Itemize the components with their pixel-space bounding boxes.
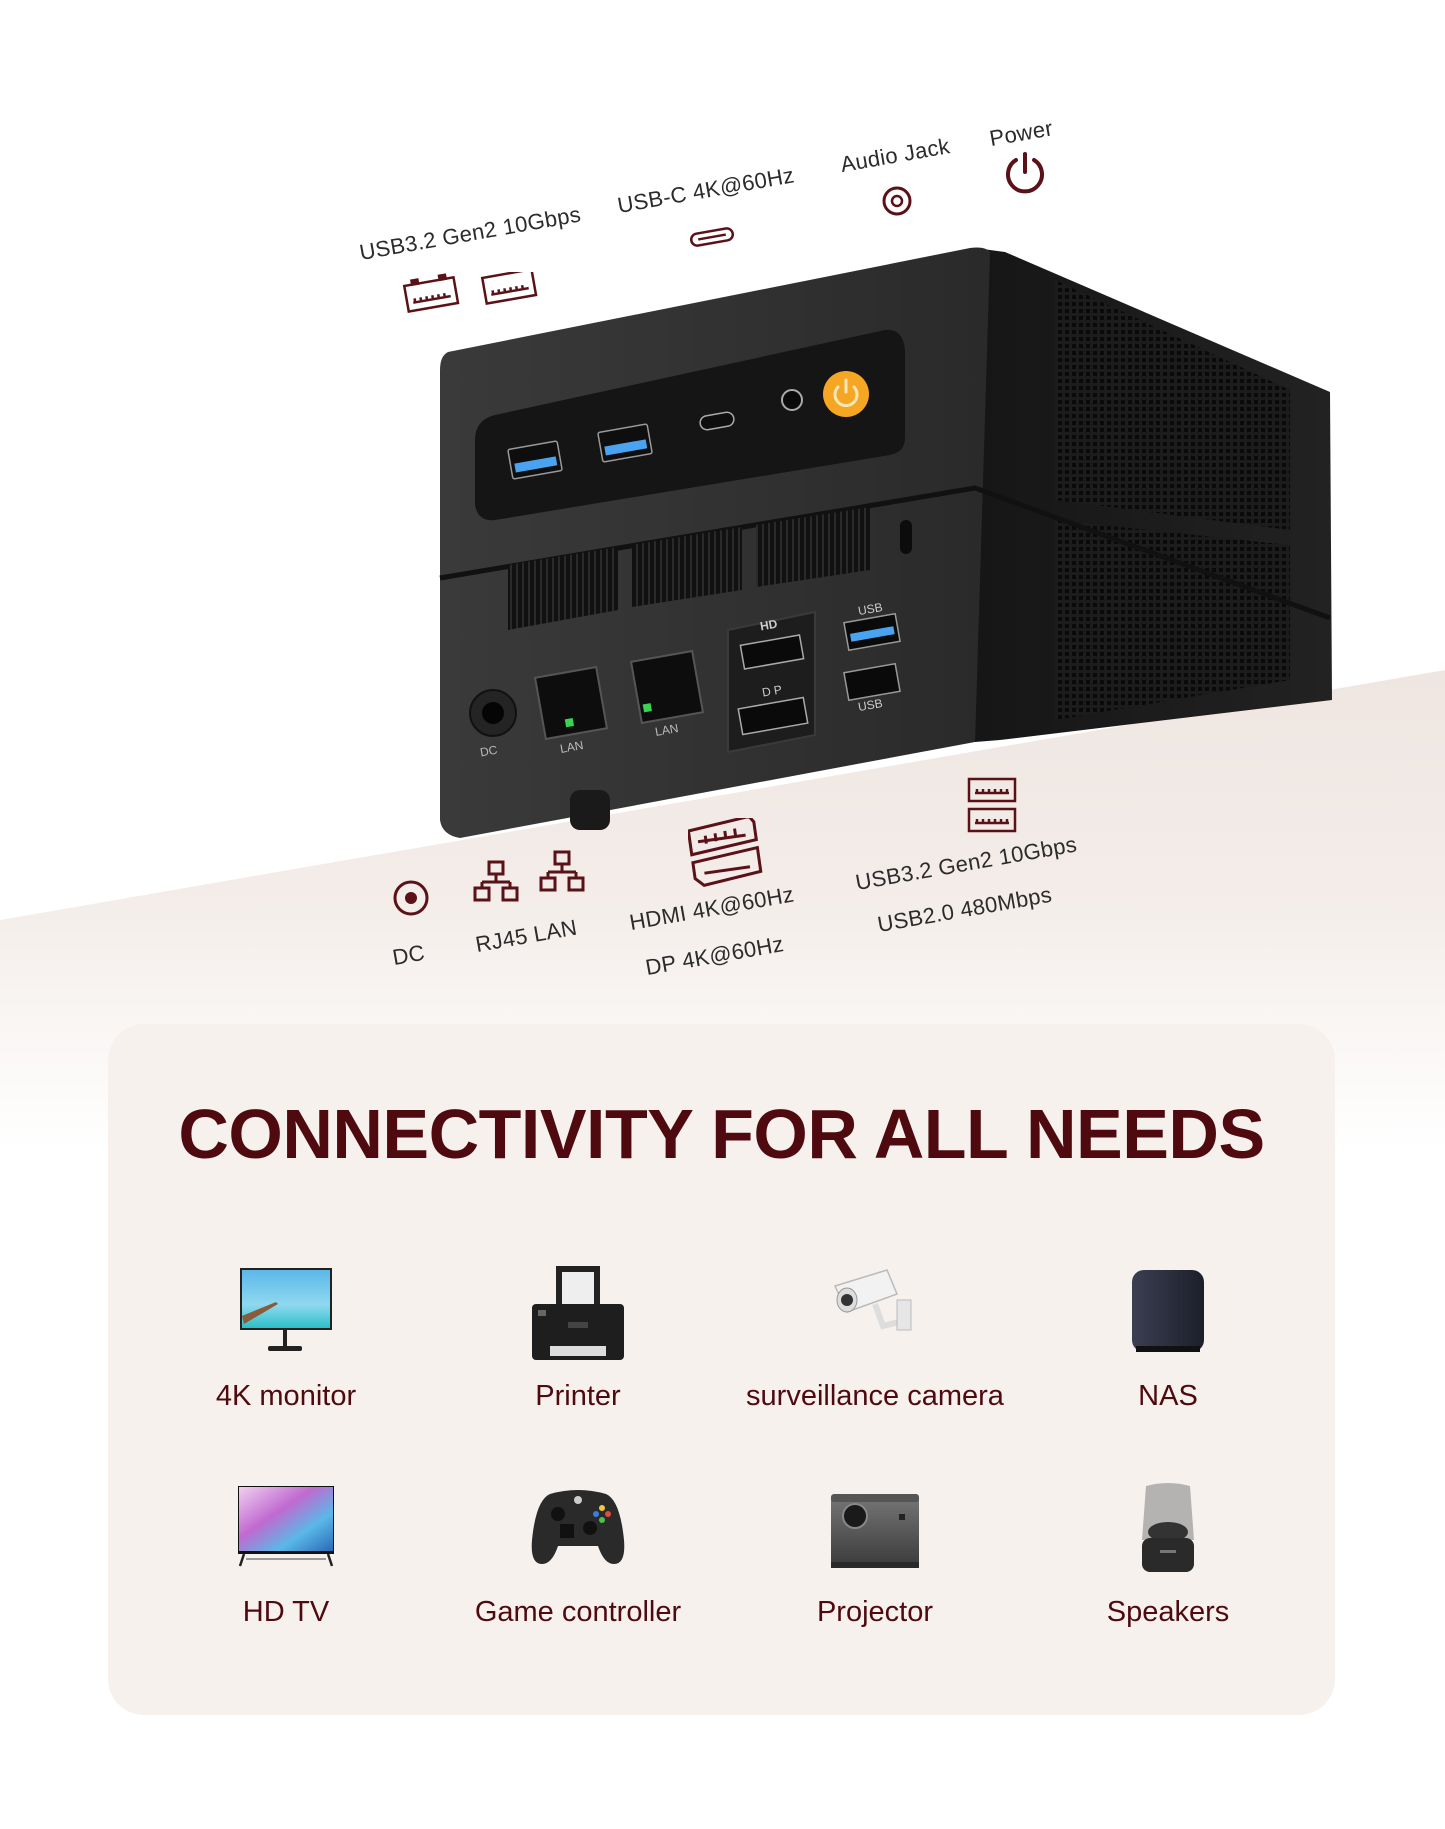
gamepad-icon	[531, 1490, 625, 1564]
monitor-icon	[240, 1268, 332, 1351]
device-label: Projector	[816, 1596, 934, 1628]
card-title: CONNECTIVITY FOR ALL NEEDS	[178, 1095, 1265, 1173]
tv-icon	[238, 1486, 334, 1567]
usb-c-icon	[689, 227, 735, 247]
bottom-port-label-dc: DC	[390, 939, 427, 971]
power-icon	[1006, 152, 1044, 194]
speaker-icon	[1142, 1483, 1194, 1572]
usb-a-icon	[402, 272, 538, 314]
device-label: Printer	[535, 1380, 621, 1412]
printer-icon	[532, 1266, 624, 1360]
camera-icon	[833, 1269, 912, 1331]
device-marking-hd: HD	[758, 616, 779, 634]
device-marking-dc: DC	[478, 742, 499, 760]
nas-icon	[1132, 1270, 1204, 1352]
mini-pc-illustration	[439, 247, 1332, 838]
dc-icon	[393, 880, 429, 916]
hdmi-dp-icon	[688, 818, 763, 887]
device-label: surveillance camera	[746, 1380, 1004, 1412]
connectivity-card: CONNECTIVITY FOR ALL NEEDS 4K monitor Pr…	[108, 1024, 1335, 1715]
usb-a-stack-icon	[967, 777, 1017, 833]
device-label: Game controller	[474, 1596, 682, 1628]
device-label: Speakers	[1106, 1596, 1230, 1628]
device-label: NAS	[1138, 1380, 1198, 1412]
device-label: HD TV	[242, 1596, 330, 1628]
audio-jack-icon	[882, 186, 912, 216]
device-label: 4K monitor	[215, 1380, 357, 1412]
projector-icon	[831, 1494, 919, 1568]
lan-icon	[473, 850, 585, 902]
